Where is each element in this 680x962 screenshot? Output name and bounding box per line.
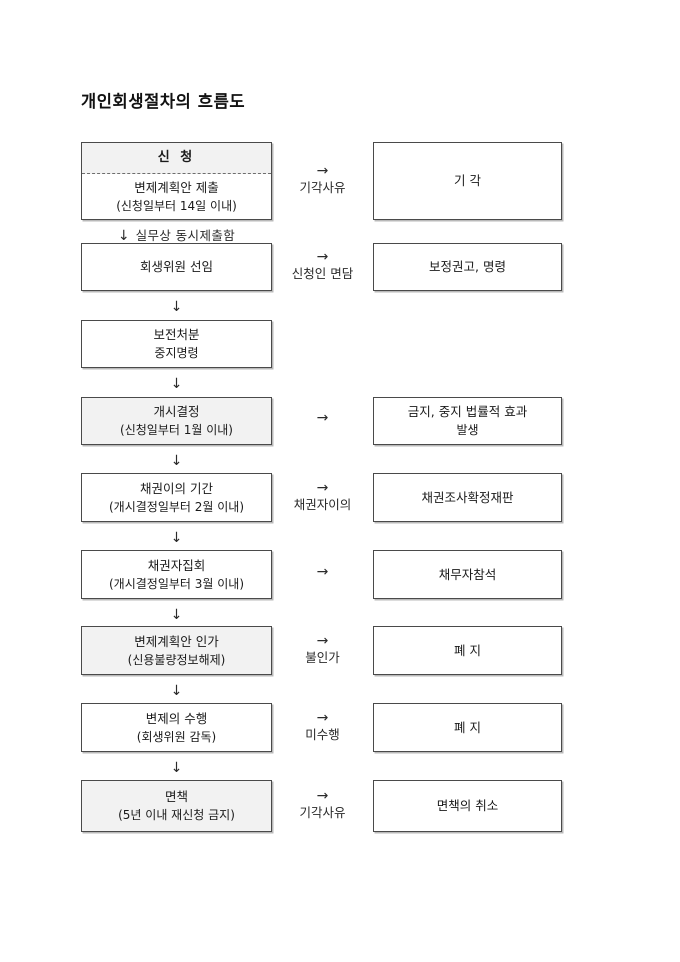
branch-connector-claim-objection-period: →채권자이의 [272,479,373,514]
branch-connector-plan-approval: →불인가 [272,632,373,667]
arrow-right-icon: → [316,632,329,649]
process-box-commencement-decision[interactable]: 개시결정 (신청일부터 1월 이내) [81,397,272,445]
outcome-box-claim-objection-period-line-1: 채권조사확정재판 [421,489,514,505]
branch-connector-plan-performance: →미수행 [272,709,373,744]
branch-label-plan-performance: 미수행 [305,726,340,742]
outcome-box-plan-performance-line-1: 폐 지 [454,719,481,735]
branch-connector-discharge: →기각사유 [272,788,373,822]
arrow-down-icon: ↓ [170,453,183,469]
arrow-down-icon: ↓ [117,228,130,244]
process-box-creditors-meeting-line-1: 채권자집회 [147,557,206,573]
process-box-rehabilitation-commissioner-line-1: 회생위원 선임 [140,259,213,275]
outcome-box-rehabilitation-commissioner-line-1: 보정권고, 명령 [429,259,506,275]
outcome-box-plan-approval-line-1: 폐 지 [454,642,481,658]
outcome-box-discharge[interactable]: 면책의 취소 [373,780,562,832]
branch-label-claim-objection-period: 채권자이의 [293,496,352,512]
down-arrow-plan-approval: ↓ [81,684,272,698]
outcome-box-plan-approval[interactable]: 폐 지 [373,626,562,675]
outcome-box-plan-performance[interactable]: 폐 지 [373,703,562,752]
down-arrow-plan-performance: ↓ [81,761,272,775]
process-box-commencement-decision-line-2: (신청일부터 1월 이내) [120,423,233,438]
arrow-down-icon: ↓ [170,299,183,315]
branch-connector-creditors-meeting: → [272,563,373,580]
outcome-box-creditors-meeting-line-1: 채무자참석 [438,566,497,582]
branch-label-rehabilitation-commissioner: 신청인 면담 [291,266,354,282]
outcome-box-rehabilitation-commissioner[interactable]: 보정권고, 명령 [373,243,562,291]
process-box-discharge-line-2: (5년 이내 재신청 금지) [118,808,235,823]
process-box-discharge-line-1: 면책 [164,789,188,805]
process-box-application-body: 변제계획안 제출 (신청일부터 14일 이내) [82,174,271,219]
arrow-right-icon: → [316,410,329,426]
branch-connector-application: →기각사유 [272,163,373,197]
branch-label-plan-approval: 불인가 [305,649,340,665]
process-box-application-line-2: (신청일부터 14일 이내) [116,198,237,213]
process-box-claim-objection-period[interactable]: 채권이의 기간 (개시결정일부터 2월 이내) [81,473,272,522]
process-box-creditors-meeting-line-2: (개시결정일부터 3월 이내) [108,576,245,591]
arrow-right-icon: → [316,479,329,496]
process-box-claim-objection-period-line-1: 채권이의 기간 [140,480,213,496]
process-box-plan-performance-line-1: 변제의 수행 [145,710,208,726]
down-arrow-preservation-order: ↓ [81,377,272,391]
outcome-box-discharge-line-1: 면책의 취소 [436,798,499,814]
process-box-discharge[interactable]: 면책 (5년 이내 재신청 금지) [81,780,272,832]
down-arrow-rehabilitation-commissioner: ↓ [81,300,272,314]
outcome-box-creditors-meeting[interactable]: 채무자참석 [373,550,562,599]
arrow-right-icon: → [316,249,329,265]
arrow-down-icon: ↓ [170,530,183,546]
process-box-preservation-order-line-2: 중지명령 [154,346,199,361]
dashed-divider [82,173,271,174]
process-box-creditors-meeting[interactable]: 채권자집회 (개시결정일부터 3월 이내) [81,550,272,599]
process-box-preservation-order-line-1: 보전처분 [153,327,200,343]
process-box-rehabilitation-commissioner[interactable]: 회생위원 선임 [81,243,272,291]
process-box-plan-approval-line-2: (신용불량정보해제) [127,652,226,667]
branch-label-application: 기각사유 [299,180,346,196]
process-box-plan-approval-line-1: 변제계획안 인가 [134,633,219,649]
arrow-right-icon: → [316,788,329,804]
down-arrow-creditors-meeting: ↓ [81,608,272,622]
outcome-box-application[interactable]: 기 각 [373,142,562,220]
outcome-box-application-line-1: 기 각 [454,173,481,189]
down-arrow-claim-objection-period: ↓ [81,531,272,545]
arrow-down-icon: ↓ [170,376,183,392]
process-box-plan-approval[interactable]: 변제계획안 인가 (신용불량정보해제) [81,626,272,675]
process-box-application-line-1: 변제계획안 제출 [134,179,219,195]
page-title: 개인회생절차의 흐름도 [81,92,246,111]
outcome-box-commencement-decision-line-1: 금지, 중지 법률적 효과 [407,404,528,420]
branch-connector-commencement-decision: → [272,410,373,426]
process-box-commencement-decision-line-1: 개시결정 [153,404,200,420]
down-arrow-application: ↓ 실무상 동시제출함 [81,229,272,243]
outcome-box-commencement-decision-line-2: 발생 [456,423,479,438]
arrow-down-icon: ↓ [170,760,183,776]
branch-connector-rehabilitation-commissioner: →신청인 면담 [272,249,373,283]
process-box-plan-performance-line-2: (회생위원 감독) [136,729,217,744]
arrow-right-icon: → [316,163,329,179]
process-box-application-header: 신 청 [82,143,271,173]
outcome-box-claim-objection-period[interactable]: 채권조사확정재판 [373,473,562,522]
down-arrow-note-application: 실무상 동시제출함 [135,228,236,243]
arrow-down-icon: ↓ [170,683,183,699]
process-box-plan-performance[interactable]: 변제의 수행 (회생위원 감독) [81,703,272,752]
arrow-right-icon: → [316,709,329,726]
process-box-claim-objection-period-line-2: (개시결정일부터 2월 이내) [108,499,245,514]
branch-label-discharge: 기각사유 [299,805,346,821]
arrow-down-icon: ↓ [170,607,183,623]
down-arrow-commencement-decision: ↓ [81,454,272,468]
arrow-right-icon: → [316,563,329,580]
